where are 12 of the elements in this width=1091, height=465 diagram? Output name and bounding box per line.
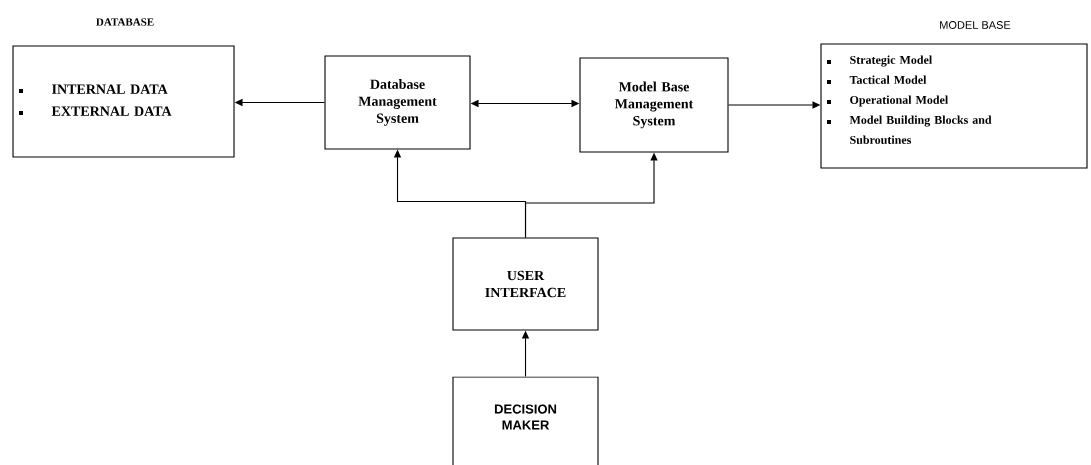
node-label: Model Building Blocks and Subroutines xyxy=(849,115,992,145)
list-box: INTERNAL DATA EXTERNAL DATA xyxy=(12,45,235,158)
node-label: Tactical Model xyxy=(849,75,927,84)
box-heading: DATABASE xyxy=(96,18,154,26)
process-box: Model Base Management System xyxy=(579,57,729,153)
node-label: Strategic Model xyxy=(850,55,932,67)
process-box: DECISION MAKER xyxy=(452,376,599,465)
box-heading: MODEL BASE xyxy=(940,21,1011,29)
process-box: Database Management System xyxy=(324,55,471,150)
node-label: Operational Model xyxy=(850,95,948,107)
list-box: Strategic Model Tactical Model Operational Model Model Building Blocks and Subroutines xyxy=(820,43,1088,169)
process-box: USER INTERFACE xyxy=(452,237,599,331)
